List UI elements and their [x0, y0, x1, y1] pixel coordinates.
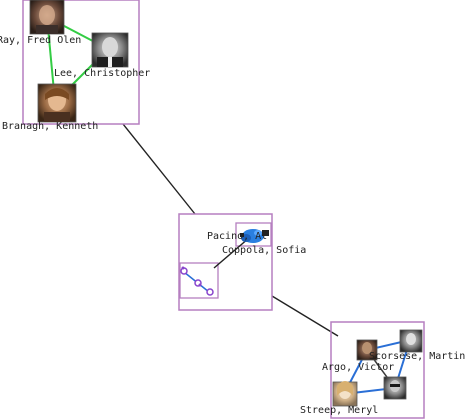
sub-cluster-frame	[235, 222, 272, 247]
portrait-icon[interactable]	[383, 376, 407, 400]
cluster-frame-top	[22, 0, 140, 125]
sub-cluster-frame	[179, 262, 219, 299]
node-label: Argo, Victor	[322, 362, 395, 373]
portrait-icon[interactable]	[332, 381, 358, 407]
node-label: Lee, Christopher	[54, 68, 151, 79]
cluster-frame-bottom	[330, 321, 425, 419]
node-label: Streep, Meryl	[300, 405, 379, 416]
node-label: Pacino, Al	[207, 231, 268, 242]
portrait-icon[interactable]	[399, 329, 423, 353]
portrait-icon[interactable]	[29, 0, 65, 35]
portrait-icon[interactable]	[37, 83, 77, 123]
graph-node[interactable]	[181, 266, 185, 270]
node-label: Scorsese, Martin	[369, 351, 466, 362]
node-group[interactable]	[240, 229, 269, 243]
portrait-icon[interactable]	[91, 32, 129, 68]
cluster-edge	[122, 123, 196, 215]
portrait-icon[interactable]	[356, 339, 378, 361]
graph-node[interactable]	[206, 288, 214, 296]
graph-node[interactable]	[198, 283, 202, 287]
cluster-frame-middle	[178, 213, 273, 311]
node-label: Coppola, Sofia	[222, 245, 307, 256]
relation-edge	[213, 237, 250, 269]
cluster-edge	[271, 295, 339, 337]
node-label: Ray, Fred Olen	[0, 35, 82, 46]
node-label: Branagh, Kenneth	[2, 121, 99, 132]
